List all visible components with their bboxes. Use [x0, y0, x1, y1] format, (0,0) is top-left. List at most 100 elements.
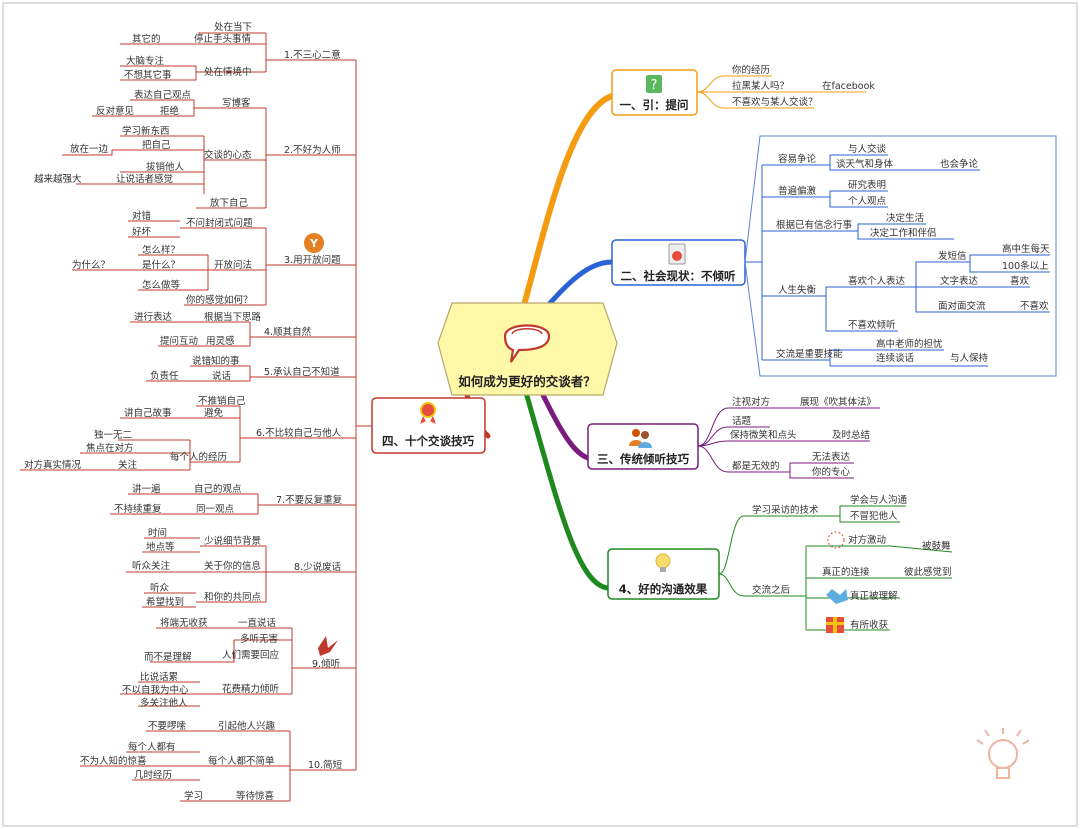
node-e2i: 拔销他人: [146, 161, 185, 173]
node-e5b: 说话: [212, 370, 232, 382]
node-e8: 8.少说废话: [294, 561, 342, 573]
main-node-m4[interactable]: 4、好的沟通效果: [607, 548, 720, 600]
award-ribbon-icon: [420, 402, 436, 425]
node-e8e: 听众关注: [132, 560, 171, 572]
node-c1: 注视对方: [732, 396, 770, 408]
node-e5: 5.承认自己不知道: [264, 366, 340, 378]
node-e9b: 将端无收获: [160, 617, 208, 629]
node-e2k: 越来越强大: [34, 173, 82, 185]
node-c8: 你的专心: [812, 466, 851, 478]
node-e8g: 听众: [150, 583, 170, 594]
node-e2j: 让说话者感觉: [116, 173, 173, 185]
node-e5a: 说错知的事: [192, 355, 240, 367]
node-e8f: 和你的共同点: [204, 591, 262, 603]
node-e8a: 少说细节背景: [204, 535, 261, 547]
main-label-m1: 一、引：提问: [620, 98, 689, 112]
node-e10e: 不为人知的惊喜: [80, 755, 147, 767]
node-b15: 100条以上: [1002, 260, 1049, 272]
node-e10a: 引起他人兴趣: [218, 720, 276, 732]
node-e9c: 多听无害: [240, 633, 278, 645]
node-e4b: 进行表达: [134, 311, 173, 323]
node-e3i: 你的感觉如何？: [186, 294, 253, 306]
main-node-m3[interactable]: 三、传统倾听技巧: [587, 423, 699, 470]
node-e10h: 学习: [184, 790, 203, 802]
node-e4d: 提问互动: [160, 335, 198, 347]
node-e10g: 等待惊喜: [236, 790, 275, 802]
m3-connectors: [697, 407, 880, 479]
main-label-m3: 三、传统倾听技巧: [597, 452, 689, 466]
node-b16: 文字表达: [940, 275, 979, 287]
node-d8: 彼此感觉到: [904, 566, 952, 578]
node-b9: 决定生活: [886, 212, 925, 224]
node-e3h: 怎么做等: [142, 279, 181, 291]
node-a4: 不喜欢与某人交谈？: [732, 96, 818, 108]
node-b14: 高中生每天: [1002, 243, 1050, 255]
node-b1: 容易争论: [778, 153, 817, 165]
node-e3c: 好坏: [132, 226, 152, 238]
node-b21: 交流是重要技能: [776, 348, 843, 360]
node-b10: 决定工作和伴侣: [870, 227, 937, 239]
people-icon: [629, 429, 652, 448]
node-e2h: 放在一边: [70, 143, 109, 155]
node-b24: 与人保持: [950, 352, 989, 364]
node-e8d: 关于你的信息: [204, 560, 261, 572]
node-e5c: 负责任: [150, 370, 179, 382]
node-e2g: 把自己: [142, 139, 171, 151]
node-e2f: 学习新东西: [122, 125, 170, 137]
node-e6d: 每个人的经历: [170, 451, 227, 463]
node-e9h: 不以自我为中心: [122, 684, 189, 696]
node-e2c: 拒绝: [160, 105, 180, 117]
node-e3a: 不问封闭式问题: [186, 217, 253, 229]
node-e8b: 时间: [148, 527, 167, 539]
bird-icon: [318, 636, 338, 656]
branch-m1: [517, 93, 615, 323]
node-e3d: 开放问法: [214, 259, 252, 271]
node-d1: 学习采访的技术: [752, 504, 819, 516]
node-e1c: 其它的: [132, 33, 161, 45]
main-label-m5: 四、十个交谈技巧: [382, 434, 474, 448]
node-c3: 话题: [732, 415, 752, 427]
node-c6: 都是无效的: [732, 460, 780, 472]
node-e8h: 希望找到: [146, 596, 184, 608]
node-e3f: 是什么？: [142, 259, 180, 271]
node-b2: 与人交谈: [848, 143, 887, 155]
node-e10b: 不要啰嗦: [148, 720, 186, 732]
node-e6e: 独一无二: [94, 429, 132, 441]
node-d6: 被鼓舞: [922, 540, 951, 552]
node-e6a: 不推销自己: [198, 395, 246, 407]
node-b3: 谈天气和身体: [836, 158, 894, 170]
node-d4: 交流之后: [752, 584, 791, 596]
node-e6f: 焦点在对方: [86, 442, 134, 454]
node-a3: 在facebook: [822, 80, 875, 92]
node-e7c: 同一观点: [196, 504, 235, 515]
question-mark-icon: [646, 75, 662, 93]
node-c2: 展现《吹其体法》: [800, 396, 876, 408]
node-e4: 4.顺其自然: [264, 326, 312, 338]
node-a1: 你的经历: [732, 64, 770, 76]
node-e6g: 关注: [118, 459, 138, 471]
node-b13: 发短信: [938, 250, 967, 262]
node-e7a: 自己的观点: [194, 483, 242, 495]
node-b6: 研究表明: [848, 179, 886, 191]
main-node-m5[interactable]: 四、十个交谈技巧: [371, 397, 486, 454]
question-mark-glyph: ?: [651, 78, 658, 93]
node-b17: 喜欢: [1010, 275, 1030, 287]
node-a2: 拉黑某人吗？: [732, 80, 789, 92]
node-b20: 不喜欢倾听: [848, 319, 896, 331]
node-d5: 对方激动: [848, 534, 886, 546]
node-e10f: 几时经历: [134, 769, 172, 781]
main-node-m2[interactable]: 二、社会现状：不倾听: [611, 239, 746, 286]
node-b4: 也会争论: [940, 158, 979, 170]
node-d9: 真正被理解: [850, 590, 898, 602]
node-b23: 连续谈话: [876, 352, 915, 364]
main-node-m1[interactable]: ? 一、引：提问: [611, 69, 698, 116]
node-e1: 1.不三心二意: [284, 49, 341, 61]
node-d7: 真正的连接: [822, 566, 870, 578]
node-e2l: 放下自己: [210, 197, 249, 209]
node-e9d: 人们需要回应: [222, 649, 280, 661]
brain-bulb-icon: [976, 728, 1030, 779]
node-e3b: 对错: [132, 210, 152, 222]
node-b12: 喜欢个人表达: [848, 275, 906, 287]
labels: 你的经历 拉黑某人吗？ 在facebook 不喜欢与某人交谈？ 容易争论 与人交…: [24, 21, 1050, 802]
m4-connectors: [718, 505, 953, 631]
